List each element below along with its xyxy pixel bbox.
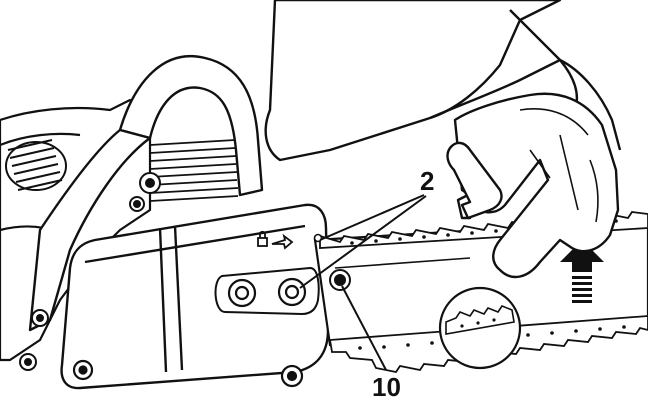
magnifier-circle-icon bbox=[438, 286, 522, 370]
gloved-hand bbox=[264, 0, 622, 279]
cover-nut bbox=[72, 277, 307, 388]
bar-hole bbox=[313, 233, 323, 243]
lock-symbol-icon bbox=[257, 230, 294, 250]
engine-bolt bbox=[19, 172, 161, 371]
callout-label-chain-tension: 2 bbox=[420, 166, 435, 196]
callout-label-tensioning-screw: 10 bbox=[372, 372, 401, 402]
engine-vent-grille bbox=[5, 141, 67, 191]
cylinder-fins bbox=[149, 139, 239, 202]
arrow-up-icon bbox=[560, 240, 604, 303]
front-handle bbox=[28, 55, 264, 332]
tensioning-screw bbox=[329, 269, 351, 291]
leader-lines bbox=[299, 194, 427, 371]
bar-slot bbox=[334, 257, 471, 269]
glove-stitching bbox=[519, 108, 599, 223]
